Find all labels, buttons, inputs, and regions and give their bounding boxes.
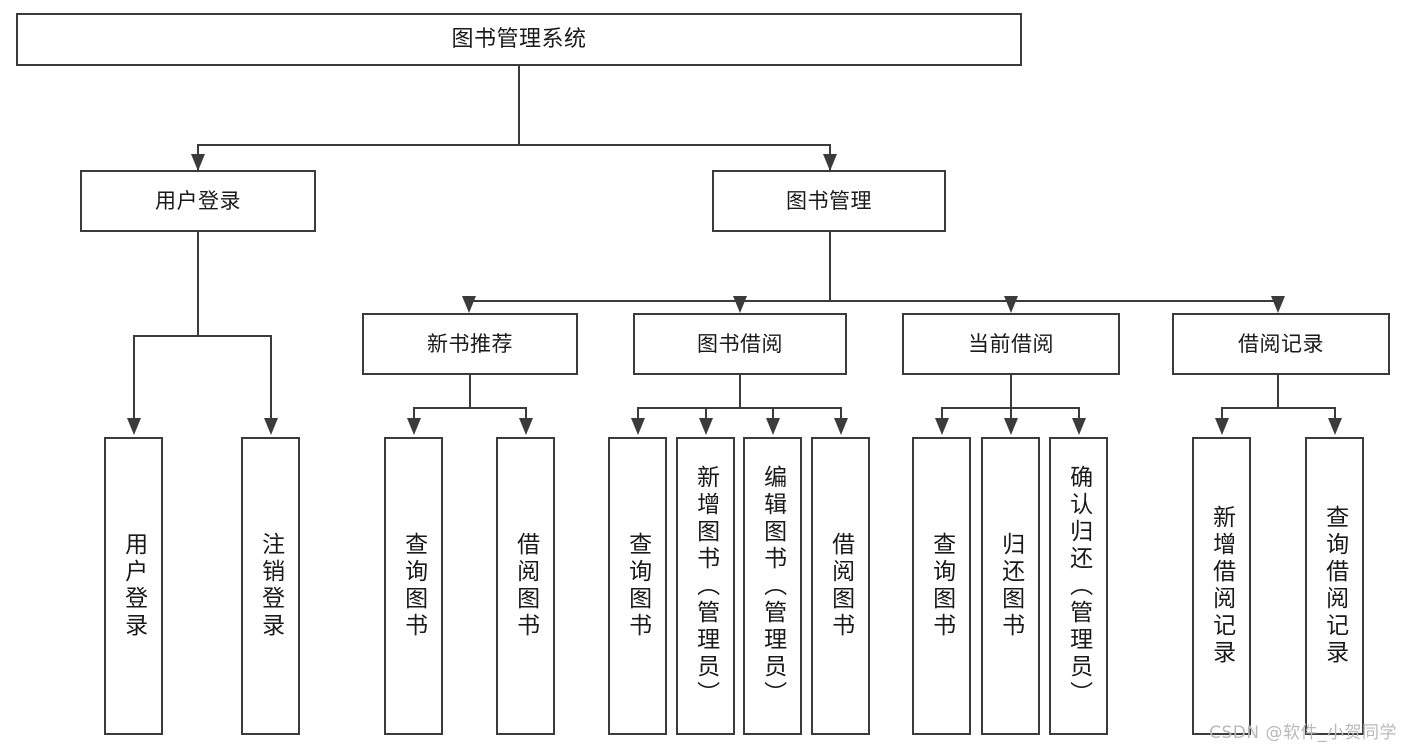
arrow-root-to-book-manage — [823, 154, 837, 171]
edge-book-borrow-to-leaf-1 — [637, 407, 639, 421]
leaf-user-login-label: 用户登录 — [120, 532, 147, 640]
edge-current-borrow-to-leaf-1 — [941, 407, 943, 421]
arrow-new-book-rec-to-leaf-1 — [407, 418, 421, 435]
leaf-borrow-book-2-label: 借阅图书 — [827, 532, 854, 640]
arrow-book-borrow-to-leaf-2 — [699, 418, 713, 435]
leaf-user-login[interactable]: 用户登录 — [104, 437, 163, 735]
arrow-book-manage-to-borrow-record — [1271, 296, 1285, 313]
edge-borrow-record-stem — [1277, 375, 1279, 408]
node-book-manage[interactable]: 图书管理 — [712, 170, 946, 232]
leaf-query-book-1[interactable]: 查询图书 — [384, 437, 443, 735]
leaf-return-book[interactable]: 归还图书 — [981, 437, 1040, 735]
node-user-login-label: 用户登录 — [155, 188, 241, 213]
edge-user-login-bus — [133, 335, 271, 337]
arrow-root-to-user-login — [191, 154, 205, 171]
edge-book-borrow-to-leaf-3 — [772, 407, 774, 421]
node-current-borrow[interactable]: 当前借阅 — [902, 313, 1120, 375]
leaf-query-record[interactable]: 查询借阅记录 — [1305, 437, 1364, 735]
edge-borrow-record-bus — [1221, 407, 1336, 409]
node-new-book-rec[interactable]: 新书推荐 — [362, 313, 578, 375]
arrow-book-borrow-to-leaf-3 — [766, 418, 780, 435]
arrow-book-manage-to-book-borrow — [733, 296, 747, 313]
arrow-book-manage-to-new-book-rec — [462, 296, 476, 313]
edge-book-manage-bus — [468, 300, 1278, 302]
edge-user-login-to-leaf-1 — [133, 335, 135, 421]
edge-current-borrow-stem — [1010, 375, 1012, 408]
leaf-query-book-3-label: 查询图书 — [928, 532, 955, 640]
leaf-query-book-2-label: 查询图书 — [624, 532, 651, 640]
edge-root-bus — [197, 144, 831, 146]
node-root-label: 图书管理系统 — [451, 26, 587, 52]
node-book-manage-label: 图书管理 — [786, 188, 872, 213]
leaf-borrow-book-1-label: 借阅图书 — [512, 532, 539, 640]
leaf-borrow-book-1[interactable]: 借阅图书 — [496, 437, 555, 735]
edge-current-borrow-to-leaf-2 — [1010, 407, 1012, 421]
arrow-borrow-record-to-leaf-1 — [1215, 418, 1229, 435]
arrow-current-borrow-to-leaf-2 — [1004, 418, 1018, 435]
node-new-book-rec-label: 新书推荐 — [427, 331, 513, 356]
edge-user-login-stem — [197, 232, 199, 336]
node-current-borrow-label: 当前借阅 — [968, 331, 1054, 356]
leaf-add-record-label: 新增借阅记录 — [1208, 505, 1235, 667]
leaf-add-book[interactable]: 新增图书（管理员） — [676, 437, 735, 735]
leaf-confirm-return-label: 确认归还（管理员） — [1065, 464, 1092, 708]
edge-user-login-to-leaf-2 — [270, 335, 272, 421]
edge-new-book-rec-to-leaf-1 — [413, 407, 415, 421]
leaf-edit-book[interactable]: 编辑图书（管理员） — [743, 437, 802, 735]
edge-book-borrow-to-leaf-4 — [840, 407, 842, 421]
node-borrow-record-label: 借阅记录 — [1238, 331, 1324, 356]
arrow-current-borrow-to-leaf-3 — [1072, 418, 1086, 435]
arrow-book-borrow-to-leaf-4 — [834, 418, 848, 435]
edge-book-borrow-stem — [739, 375, 741, 408]
node-user-login[interactable]: 用户登录 — [80, 170, 316, 232]
edge-borrow-record-to-leaf-2 — [1334, 407, 1336, 421]
node-borrow-record[interactable]: 借阅记录 — [1172, 313, 1390, 375]
edge-book-borrow-to-leaf-2 — [705, 407, 707, 421]
node-book-borrow[interactable]: 图书借阅 — [633, 313, 847, 375]
node-book-borrow-label: 图书借阅 — [697, 331, 783, 356]
edge-book-manage-stem — [829, 232, 831, 301]
leaf-confirm-return[interactable]: 确认归还（管理员） — [1049, 437, 1108, 735]
edge-book-borrow-bus — [637, 407, 841, 409]
leaf-logout[interactable]: 注销登录 — [241, 437, 300, 735]
arrow-current-borrow-to-leaf-1 — [935, 418, 949, 435]
leaf-add-book-label: 新增图书（管理员） — [692, 464, 719, 708]
leaf-query-book-3[interactable]: 查询图书 — [912, 437, 971, 735]
leaf-query-book-1-label: 查询图书 — [400, 532, 427, 640]
leaf-return-book-label: 归还图书 — [997, 532, 1024, 640]
leaf-logout-label: 注销登录 — [257, 532, 284, 640]
leaf-query-record-label: 查询借阅记录 — [1321, 505, 1348, 667]
leaf-borrow-book-2[interactable]: 借阅图书 — [811, 437, 870, 735]
arrow-user-login-to-leaf-1 — [127, 418, 141, 435]
edge-borrow-record-to-leaf-1 — [1221, 407, 1223, 421]
arrow-new-book-rec-to-leaf-2 — [519, 418, 533, 435]
node-root-title[interactable]: 图书管理系统 — [16, 13, 1022, 66]
arrow-book-manage-to-current-borrow — [1004, 296, 1018, 313]
arrow-user-login-to-leaf-2 — [264, 418, 278, 435]
arrow-book-borrow-to-leaf-1 — [631, 418, 645, 435]
edge-new-book-rec-stem — [469, 375, 471, 408]
arrow-borrow-record-to-leaf-2 — [1328, 418, 1342, 435]
edge-current-borrow-to-leaf-3 — [1078, 407, 1080, 421]
leaf-query-book-2[interactable]: 查询图书 — [608, 437, 667, 735]
edge-new-book-rec-bus — [413, 407, 527, 409]
leaf-add-record[interactable]: 新增借阅记录 — [1192, 437, 1251, 735]
edge-new-book-rec-to-leaf-2 — [525, 407, 527, 421]
edge-root-stem — [518, 66, 520, 145]
leaf-edit-book-label: 编辑图书（管理员） — [759, 464, 786, 708]
